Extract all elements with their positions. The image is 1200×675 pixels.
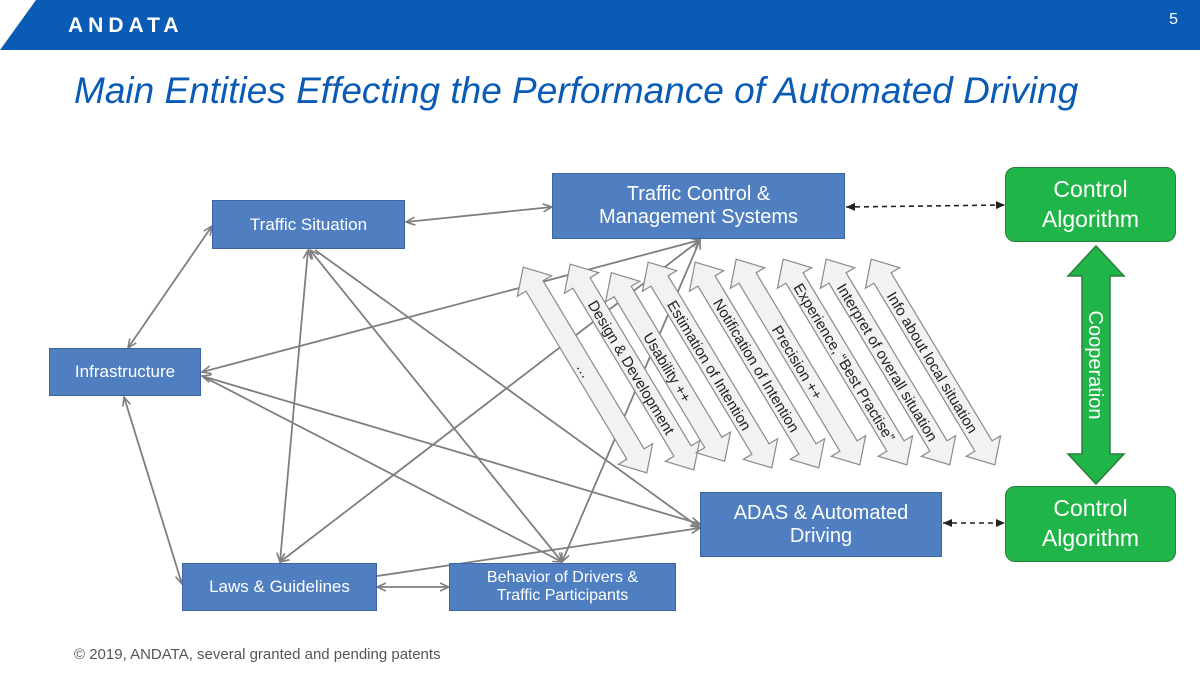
flow-arrow-1: … [516,266,654,474]
arrow-infrastructure-laws [124,397,182,584]
arrow-laws-adas [376,528,700,577]
slide-title: Main Entities Effecting the Performance … [74,70,1079,111]
page-number: 5 [1169,11,1178,28]
header-bar: ANDATA 5 [0,0,1200,50]
network-arrows [124,207,700,587]
node-traffic-control: Traffic Control & Management Systems [552,173,845,239]
andata-logo: ANDATA [68,14,184,37]
control-algorithm-top: Control Algorithm [1005,167,1176,242]
dashed-links [845,201,1006,527]
header-corner-cut [0,0,36,50]
arrow-control-laws [280,240,700,562]
arrow-situation-control [406,207,552,222]
node-behavior: Behavior of Drivers & Traffic Participan… [449,563,676,611]
arrow-infrastructure-adas [202,376,700,524]
node-traffic-situation: Traffic Situation [212,200,405,249]
dashed-arrow-control-top [845,201,1006,211]
node-laws: Laws & Guidelines [182,563,377,611]
node-infrastructure: Infrastructure [49,348,201,396]
cooperation-arrow: Cooperation [1066,244,1126,486]
cooperation-label: Cooperation [1084,311,1106,420]
flow-arrow-band: … Design & Development Usability ++ Esti… [516,258,1002,474]
arrow-infrastructure-behavior [201,375,562,562]
copyright-footer: © 2019, ANDATA, several granted and pend… [74,646,441,663]
arrow-situation-infrastructure [128,226,212,348]
control-algorithm-bottom: Control Algorithm [1005,486,1176,562]
arrow-situation-behavior [310,250,562,562]
node-adas: ADAS & Automated Driving [700,492,942,557]
